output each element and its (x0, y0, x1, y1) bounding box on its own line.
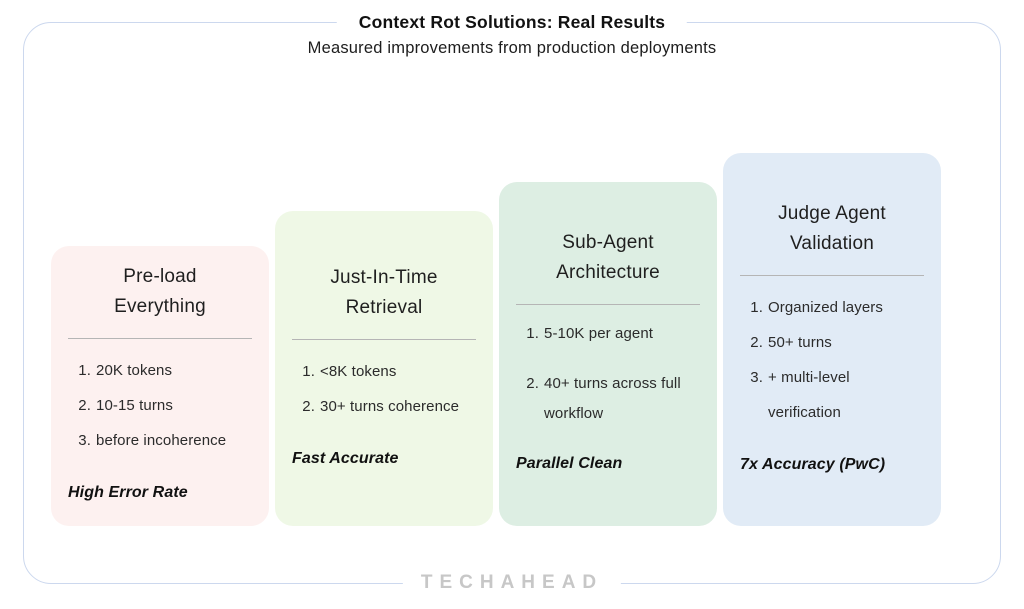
item-text: 50+ turns (768, 334, 832, 351)
card-just-in-time-retrieval: Just-In-Time Retrieval 1. <8K tokens 2. … (275, 211, 493, 526)
card-title-line: Validation (789, 233, 875, 254)
card-title: Just-In-Time Retrieval (292, 263, 476, 323)
item-text: <8K tokens (320, 363, 397, 380)
list-item: 2. 40+ turns across full workflow (524, 369, 700, 429)
card-title-line: Judge Agent (778, 203, 886, 224)
card-result-label: High Error Rate (68, 484, 188, 501)
card-result-label: Parallel Clean (516, 455, 623, 472)
techahead-logo: TECHAHEAD (402, 571, 622, 595)
page-subtitle: Measured improvements from production de… (307, 39, 717, 57)
card-divider (516, 304, 700, 305)
card-judge-agent-validation: Judge Agent Validation 1. Organized laye… (723, 153, 941, 526)
item-text: before incoherence (96, 432, 227, 449)
item-text: 30+ turns coherence (320, 398, 460, 415)
item-number: 3. (750, 369, 763, 386)
item-text: 40+ turns across full workflow (544, 375, 681, 422)
card-list: 1. 5-10K per agent 2. 40+ turns across f… (516, 319, 700, 429)
card-title-line: Sub-Agent (562, 232, 654, 253)
card-result-label: Fast Accurate (292, 450, 399, 467)
list-item: 1. Organized layers (748, 290, 924, 325)
card-list: 1. 20K tokens 2. 10-15 turns 3. before i… (68, 353, 252, 458)
list-item: 1. 5-10K per agent (524, 319, 700, 349)
item-number: 1. (78, 362, 91, 379)
card-title: Judge Agent Validation (740, 199, 924, 259)
list-item: 3. before incoherence (76, 423, 252, 458)
item-text: + multi-level verification (768, 369, 850, 421)
list-item: 1. 20K tokens (76, 353, 252, 388)
list-item: 2. 30+ turns coherence (300, 389, 476, 424)
list-item: 2. 50+ turns (748, 325, 924, 360)
card-title-line: Just-In-Time (330, 267, 438, 288)
item-text: 20K tokens (96, 362, 173, 379)
item-number: 1. (526, 325, 539, 342)
card-pre-load-everything: Pre-load Everything 1. 20K tokens 2. 10-… (51, 246, 269, 526)
item-number: 2. (526, 375, 539, 392)
item-number: 2. (302, 398, 315, 415)
card-sub-agent-architecture: Sub-Agent Architecture 1. 5-10K per agen… (499, 182, 717, 526)
list-item: 2. 10-15 turns (76, 388, 252, 423)
card-title-line: Architecture (556, 262, 660, 283)
item-number: 2. (78, 397, 91, 414)
list-item: 1. <8K tokens (300, 354, 476, 389)
card-divider (68, 338, 252, 339)
card-list: 1. Organized layers 2. 50+ turns 3. + mu… (740, 290, 924, 430)
card-list: 1. <8K tokens 2. 30+ turns coherence (292, 354, 476, 424)
solution-cards-row: Pre-load Everything 1. 20K tokens 2. 10-… (51, 153, 941, 526)
item-number: 2. (750, 334, 763, 351)
card-divider (740, 275, 924, 276)
card-title: Pre-load Everything (68, 262, 252, 322)
list-item: 3. + multi-level verification (748, 360, 924, 430)
page-title: Context Rot Solutions: Real Results (336, 11, 688, 33)
card-result-label: 7x Accuracy (PwC) (740, 456, 886, 473)
item-number: 1. (302, 363, 315, 380)
item-number: 3. (78, 432, 91, 449)
card-title-line: Everything (114, 296, 206, 317)
card-divider (292, 339, 476, 340)
card-title-line: Pre-load (123, 266, 197, 287)
item-text: Organized layers (768, 299, 883, 316)
outer-frame: Context Rot Solutions: Real Results Meas… (23, 11, 1001, 595)
item-text: 5-10K per agent (544, 325, 654, 342)
card-title: Sub-Agent Architecture (516, 228, 700, 288)
item-text: 10-15 turns (96, 397, 173, 414)
card-title-line: Retrieval (345, 297, 423, 318)
item-number: 1. (750, 299, 763, 316)
